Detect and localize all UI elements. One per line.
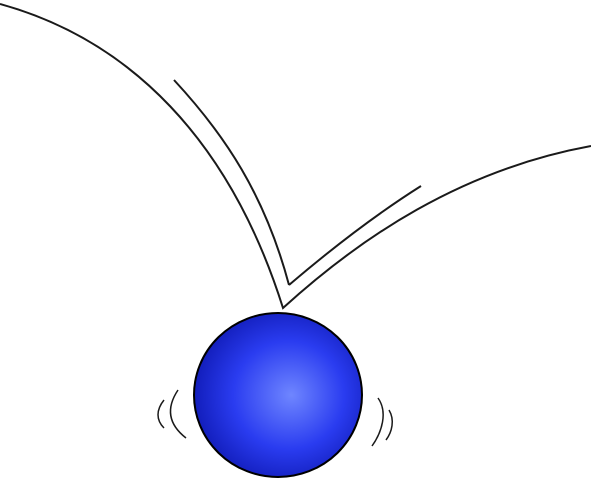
motion-trail-right	[288, 185, 422, 286]
wobble-mark-left-outer	[157, 399, 165, 429]
blue-ball	[193, 312, 363, 478]
motion-trail-left	[173, 79, 290, 286]
wobble-mark-left-inner	[169, 389, 187, 439]
wobble-mark-right-outer	[371, 397, 384, 447]
wobble-mark-right-inner	[385, 409, 394, 441]
trajectory-arc	[0, 3, 591, 310]
